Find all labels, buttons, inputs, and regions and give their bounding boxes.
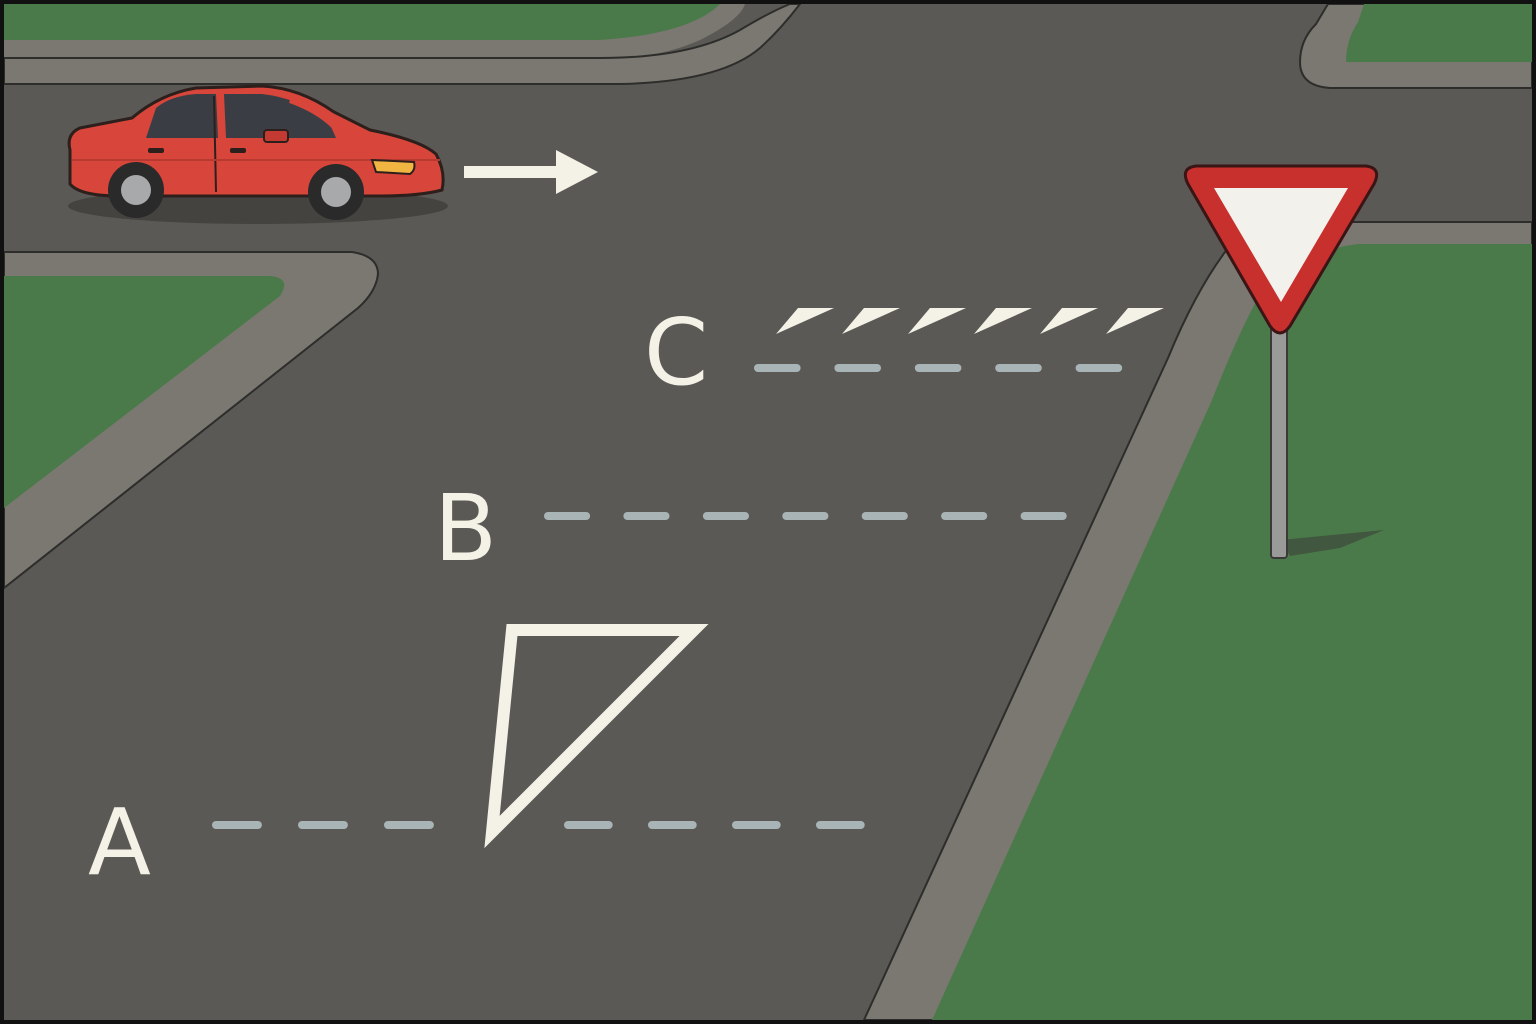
lane-dash — [732, 821, 781, 829]
give-way-dashed-line-b — [544, 512, 1067, 520]
shark-tooth — [842, 308, 900, 334]
lane-dash — [834, 364, 881, 372]
give-way-triangle-marking — [484, 624, 709, 849]
lane-dash — [782, 512, 829, 520]
lane-dash — [623, 512, 670, 520]
shark-tooth — [908, 308, 966, 334]
lane-dash — [384, 821, 434, 829]
lane-dash — [298, 821, 348, 829]
lane-dash — [941, 512, 988, 520]
right-arrow-icon — [464, 150, 598, 194]
shark-tooth — [974, 308, 1032, 334]
lane-dash — [816, 821, 865, 829]
grass-top-left — [3, 3, 803, 85]
lane-dash — [648, 821, 697, 829]
lane-dash — [544, 512, 591, 520]
lane-dash — [564, 821, 613, 829]
shark-teeth-markings — [776, 308, 1164, 334]
shark-tooth — [776, 308, 834, 334]
yield-sign-icon — [1183, 164, 1384, 559]
lane-dash — [1075, 364, 1123, 372]
lane-dash — [861, 512, 908, 520]
grass-left — [3, 251, 380, 591]
give-way-dashed-line-a — [212, 821, 865, 829]
lane-dash — [914, 364, 962, 372]
label-c: C — [644, 299, 708, 406]
shark-tooth — [1106, 308, 1164, 334]
grass-right — [862, 221, 1533, 1021]
lane-dash — [754, 364, 801, 372]
label-b: B — [434, 475, 497, 582]
shark-tooth — [1040, 308, 1098, 334]
lane-dash — [995, 364, 1042, 372]
lane-dash — [702, 512, 749, 520]
lane-dash — [212, 821, 262, 829]
grass-top-right — [1298, 3, 1533, 89]
label-a: A — [88, 789, 151, 896]
red-sedan-icon — [67, 84, 448, 224]
give-way-dashed-line-c — [754, 364, 1123, 372]
lane-dash — [1020, 512, 1067, 520]
